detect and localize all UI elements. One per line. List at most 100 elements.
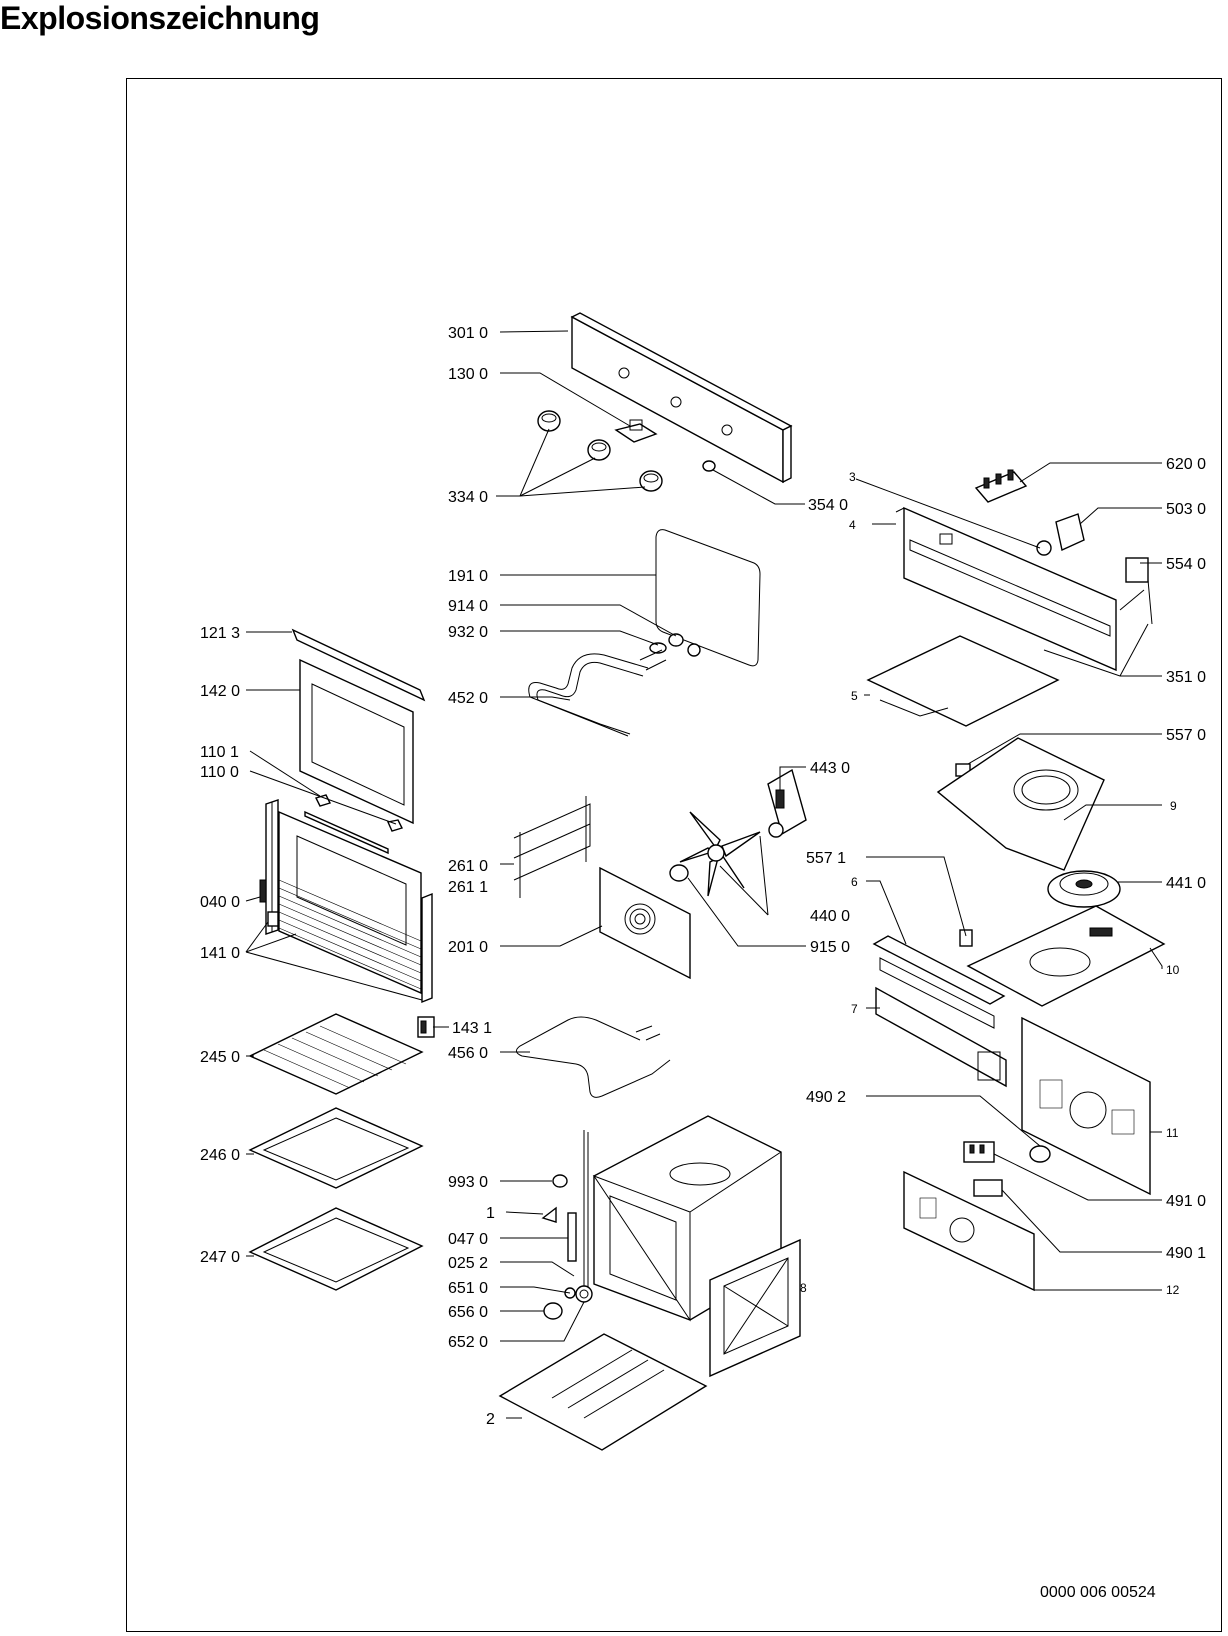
callout-121-3: 121 3: [200, 625, 240, 642]
callout-7: 7: [851, 1002, 858, 1016]
callout-452-0: 452 0: [448, 690, 488, 707]
side-bracket-part: [875, 986, 1007, 1088]
callout-443-0: 443 0: [810, 760, 850, 777]
callout-3: 3: [849, 470, 856, 484]
oven-seal-part: [655, 529, 761, 667]
door-side-strip-part: [259, 799, 279, 935]
cooling-fan-part: [1047, 870, 1121, 908]
callout-141-0: 141 0: [200, 945, 240, 962]
callout-130-0: 130 0: [448, 366, 488, 383]
callout-557-1: 557 1: [806, 850, 846, 867]
deep-tray-part: [248, 1207, 424, 1291]
top-heating-element-part: [528, 649, 667, 737]
top-plate-part: [866, 635, 1060, 727]
oven-lamp-part: [543, 1285, 593, 1320]
leader-lines: [245, 330, 1163, 1419]
callout-040-0: 040 0: [200, 894, 240, 911]
air-duct-part: [872, 935, 1006, 1029]
callout-142-0: 142 0: [200, 683, 240, 700]
switch-bracket-part: [614, 419, 658, 443]
lower-heating-element-part: [516, 1016, 671, 1098]
callout-110-1: 110 1: [200, 744, 239, 761]
callout-246-0: 246 0: [200, 1147, 240, 1164]
side-rails-part: [513, 796, 591, 898]
fan-nut-part: [669, 864, 689, 882]
callout-503-0: 503 0: [1166, 501, 1206, 518]
small-fasteners-part: [541, 1174, 577, 1262]
callout-490-2: 490 2: [806, 1089, 846, 1106]
callout-651-0: 651 0: [448, 1280, 488, 1297]
callout-143-1: 143 1: [452, 1020, 492, 1037]
control-knobs-part: [537, 410, 663, 492]
page-title: Explosionszeichnung: [0, 0, 320, 36]
drawing-number: 0000 006 00524: [1040, 1584, 1156, 1601]
electronics-board-part: [903, 1170, 1035, 1292]
callout-261-1: 261 1: [448, 879, 488, 896]
fan-blade-part: [679, 811, 761, 897]
wire-rack-part: [248, 1013, 424, 1095]
fan-housing-part: [936, 737, 1105, 871]
callout-10: 10: [1166, 963, 1180, 977]
callout-5: 5: [851, 689, 858, 703]
thermostat-part: [1119, 557, 1153, 625]
callout-6: 6: [851, 875, 858, 889]
indicator-lamp-part: [702, 460, 716, 472]
callout-557-0: 557 0: [1166, 727, 1206, 744]
callout-191-0: 191 0: [448, 568, 488, 585]
callout-labels: 301 0 130 0 334 0 354 0 191 0 914 0 932 …: [200, 325, 1206, 1428]
callout-441-0: 441 0: [1166, 875, 1206, 892]
callout-554-0: 554 0: [1166, 556, 1206, 573]
selector-knob-part: [1029, 1145, 1051, 1163]
diagram-frame: [126, 78, 1222, 1632]
callout-245-0: 245 0: [200, 1049, 240, 1066]
callout-8: 8: [800, 1281, 807, 1295]
callout-2: 2: [486, 1411, 495, 1428]
callout-620-0: 620 0: [1166, 456, 1206, 473]
door-top-trim-part: [291, 628, 426, 702]
front-frame-part: [895, 506, 1117, 672]
door-handle-clips-part: [304, 794, 403, 855]
callout-652-0: 652 0: [448, 1334, 488, 1351]
callout-914-0: 914 0: [448, 598, 488, 615]
callout-11: 11: [1166, 1126, 1179, 1140]
callout-1: 1: [486, 1205, 495, 1222]
callout-932-0: 932 0: [448, 624, 488, 641]
top-cover-plate-part: [966, 905, 1166, 1007]
control-panel-part: [570, 312, 793, 484]
callout-440-0: 440 0: [810, 908, 850, 925]
terminal-block-part: [974, 469, 1028, 503]
callout-247-0: 247 0: [200, 1249, 240, 1266]
callout-047-0: 047 0: [448, 1231, 488, 1248]
callout-9: 9: [1170, 799, 1177, 813]
rear-panel-part: [709, 1238, 801, 1378]
callout-491-0: 491 0: [1166, 1193, 1206, 1210]
baking-tray-part: [248, 1107, 424, 1189]
callout-261-0: 261 0: [448, 858, 488, 875]
callout-915-0: 915 0: [810, 939, 850, 956]
callout-110-0: 110 0: [200, 764, 239, 781]
door-switch-lower-part: [959, 929, 973, 947]
outer-door-glass-part: [299, 658, 414, 825]
door-right-strip-part: [421, 892, 433, 1004]
rear-wall-panel-part: [1021, 1016, 1151, 1196]
switch-module-part: [973, 1179, 1003, 1197]
bottom-plate-part: [498, 1333, 708, 1451]
callout-025-2: 025 2: [448, 1255, 488, 1272]
callout-490-1: 490 1: [1166, 1245, 1206, 1262]
relay-part: [963, 1141, 995, 1163]
callout-201-0: 201 0: [448, 939, 488, 956]
door-hinge-part: [417, 1016, 435, 1038]
callout-456-0: 456 0: [448, 1045, 488, 1062]
inner-door-part: [278, 810, 422, 995]
callout-4: 4: [849, 518, 856, 532]
callout-351-0: 351 0: [1166, 669, 1206, 686]
fan-cover-part: [599, 866, 691, 980]
timer-motor-part: [1036, 513, 1085, 556]
fan-motor-part: [767, 768, 807, 838]
callout-334-0: 334 0: [448, 489, 488, 506]
callout-301-0: 301 0: [448, 325, 488, 342]
callout-993-0: 993 0: [448, 1174, 488, 1191]
callout-354-0: 354 0: [808, 497, 848, 514]
callout-656-0: 656 0: [448, 1304, 488, 1321]
